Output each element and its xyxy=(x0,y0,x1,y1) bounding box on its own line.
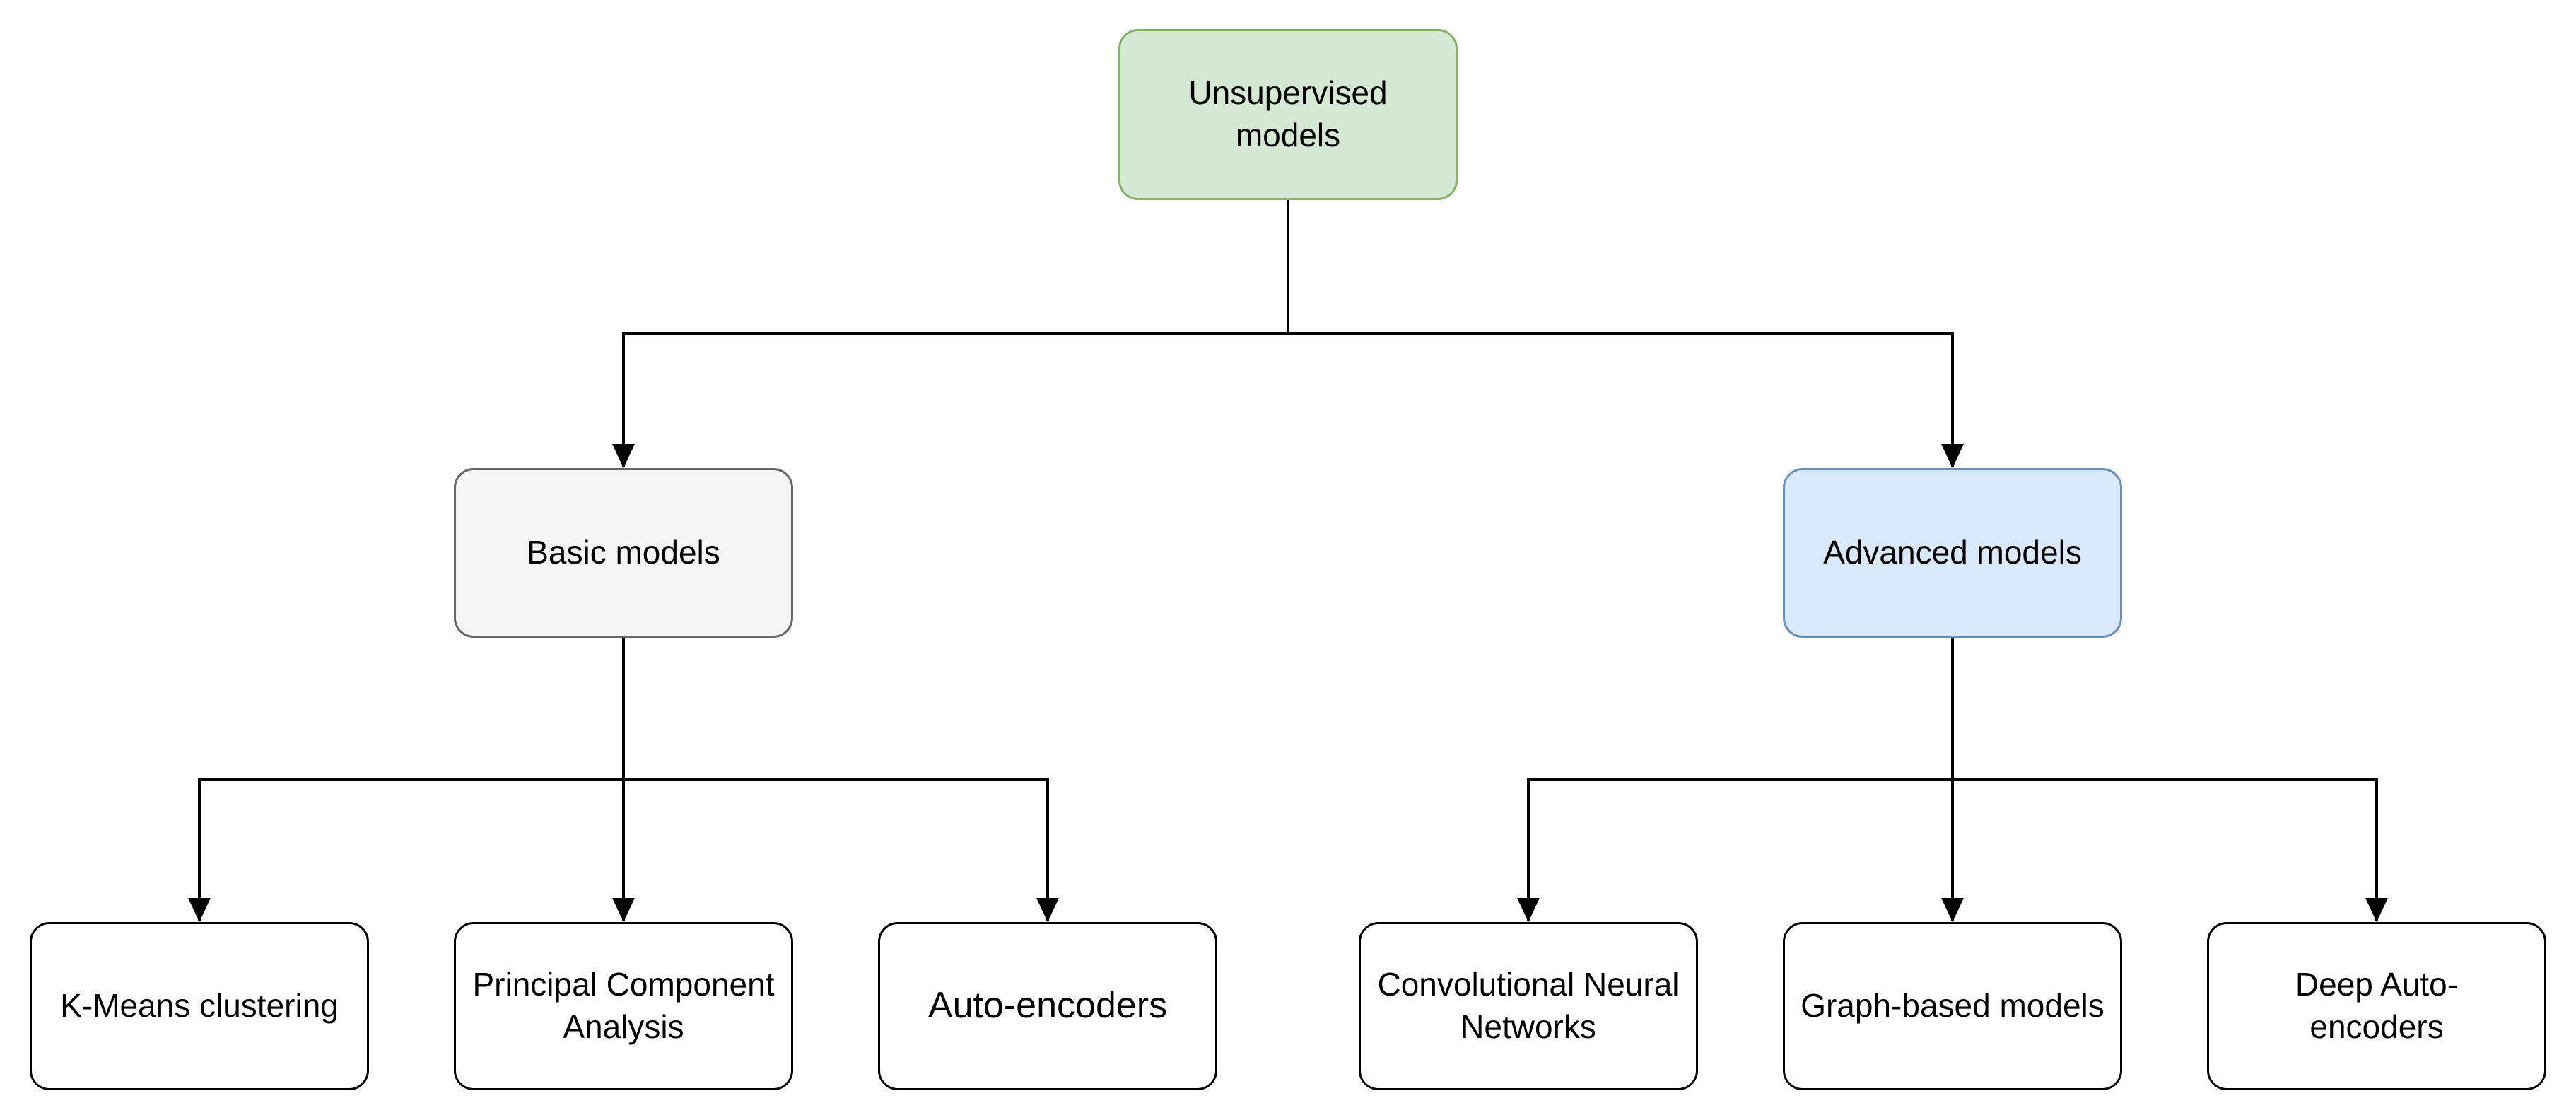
deep-ae-line2: encoders xyxy=(2309,1008,2444,1045)
graph-based-text: Graph-based models xyxy=(1801,985,2104,1027)
root-label-line2: models xyxy=(1235,117,1341,153)
kmeans-clustering-text: K-Means clustering xyxy=(60,985,339,1027)
pca-line2: Analysis xyxy=(563,1008,684,1045)
basic-models-node[interactable]: Basic models xyxy=(454,468,793,638)
edge-basic-to-autoencoders xyxy=(622,638,1049,921)
edge-root-to-basic xyxy=(622,200,1289,467)
graph-based-models-node[interactable]: Graph-based models xyxy=(1783,922,2122,1090)
kmeans-line1: K-Means clustering xyxy=(60,987,339,1025)
edge-advanced-to-cnn xyxy=(1527,638,1954,921)
auto-encoders-node[interactable]: Auto-encoders xyxy=(878,922,1217,1090)
cnn-line2: Networks xyxy=(1460,1008,1596,1045)
deep-ae-line1: Deep Auto- xyxy=(2295,966,2459,1003)
arrowhead-icon xyxy=(612,444,635,468)
arrowhead-icon xyxy=(612,898,635,922)
kmeans-clustering-node[interactable]: K-Means clustering xyxy=(30,922,369,1090)
auto-encoders-text: Auto-encoders xyxy=(928,982,1167,1030)
arrowhead-icon xyxy=(1036,898,1059,922)
cnn-line1: Convolutional Neural xyxy=(1377,966,1680,1003)
arrowhead-icon xyxy=(188,898,211,922)
arrowhead-icon xyxy=(1941,898,1964,922)
root-label-line1: Unsupervised xyxy=(1188,74,1388,112)
deep-auto-encoders-text: Deep Auto- encoders xyxy=(2295,964,2458,1049)
deep-auto-encoders-node[interactable]: Deep Auto- encoders xyxy=(2207,922,2546,1090)
arrowhead-icon xyxy=(1941,444,1964,468)
edge-root-to-advanced xyxy=(1287,200,1954,467)
advanced-models-label: Advanced models xyxy=(1823,534,2082,571)
root-node[interactable]: Unsupervised models xyxy=(1118,29,1458,200)
pca-line1: Principal Component xyxy=(472,966,775,1003)
arrowhead-icon xyxy=(1517,898,1540,922)
cnn-text: Convolutional Neural Networks xyxy=(1377,964,1679,1049)
basic-models-label: Basic models xyxy=(527,534,720,571)
edge-basic-to-kmeans xyxy=(198,638,625,921)
graph-based-line1: Graph-based models xyxy=(1801,987,2104,1025)
root-node-label: Unsupervised models xyxy=(1188,72,1387,157)
pca-text: Principal Component Analysis xyxy=(472,964,774,1049)
pca-node[interactable]: Principal Component Analysis xyxy=(454,922,793,1090)
edge-advanced-to-deep-ae xyxy=(1951,638,2378,921)
advanced-models-node[interactable]: Advanced models xyxy=(1783,468,2122,638)
auto-encoders-line1: Auto-encoders xyxy=(927,985,1168,1027)
cnn-node[interactable]: Convolutional Neural Networks xyxy=(1359,922,1698,1090)
arrowhead-icon xyxy=(2365,898,2388,922)
